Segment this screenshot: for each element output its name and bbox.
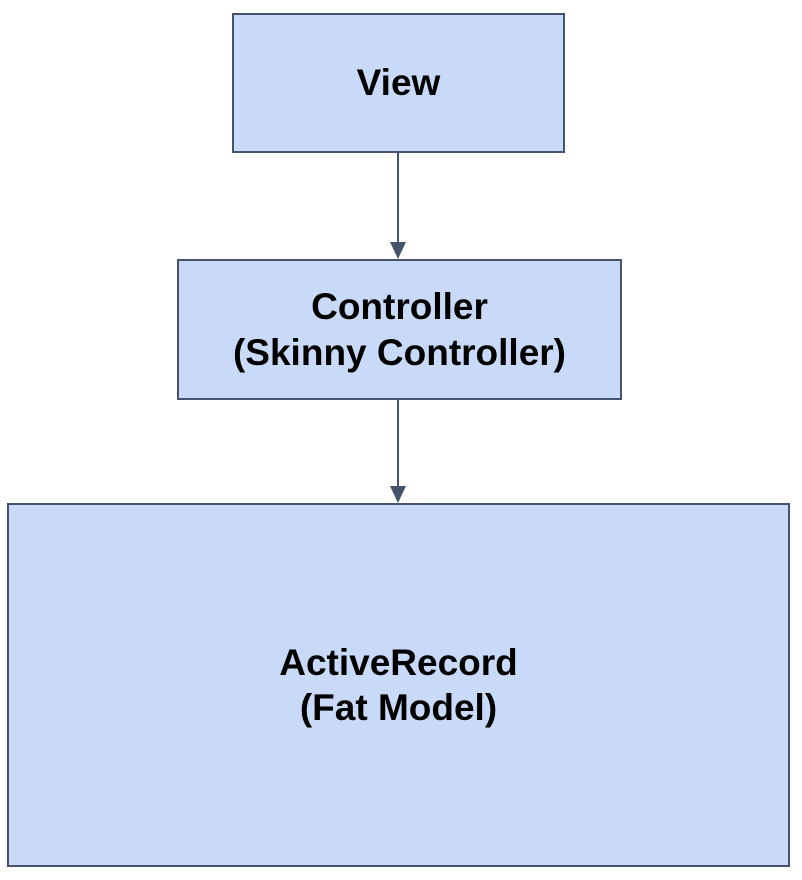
- arrow-down-icon: [390, 486, 406, 503]
- node-controller-label-line1: Controller: [311, 286, 488, 328]
- node-activerecord: ActiveRecord (Fat Model): [7, 503, 790, 867]
- node-activerecord-label-line1: ActiveRecord: [279, 641, 518, 683]
- node-view-label: View: [356, 62, 441, 104]
- arrow-controller-to-activerecord-line: [397, 400, 399, 487]
- node-controller-label-line2: (Skinny Controller): [232, 331, 567, 373]
- arrow-view-to-controller-line: [397, 153, 399, 243]
- node-view: View: [232, 13, 565, 153]
- node-controller: Controller (Skinny Controller): [177, 259, 622, 400]
- node-activerecord-label-line2: (Fat Model): [299, 687, 498, 728]
- arrow-down-icon: [390, 242, 406, 259]
